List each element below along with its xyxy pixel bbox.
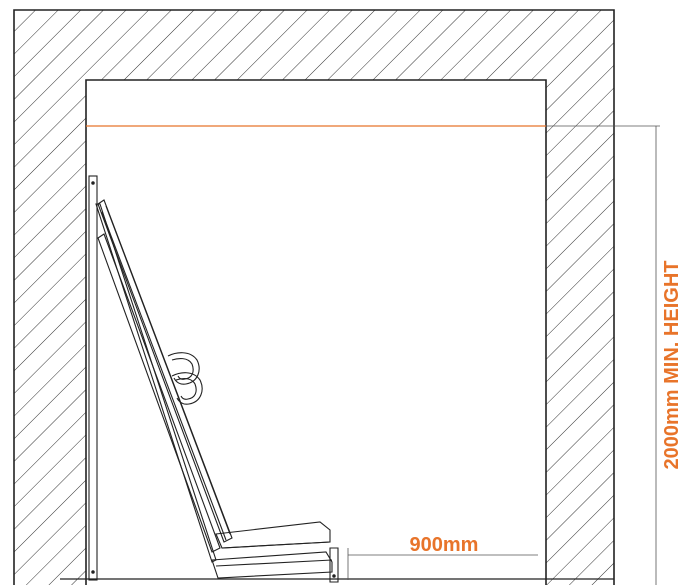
wall-mount-rail <box>88 175 98 581</box>
width-label: 900mm <box>410 534 479 556</box>
folding-seat-backrest <box>95 199 233 563</box>
folding-seat-base <box>211 521 339 583</box>
hatched-wall <box>14 10 614 585</box>
min-height-label: 2000mm MIN. HEIGHT <box>661 261 683 470</box>
wall-outline <box>13 9 615 585</box>
backrest-handles <box>167 352 203 405</box>
